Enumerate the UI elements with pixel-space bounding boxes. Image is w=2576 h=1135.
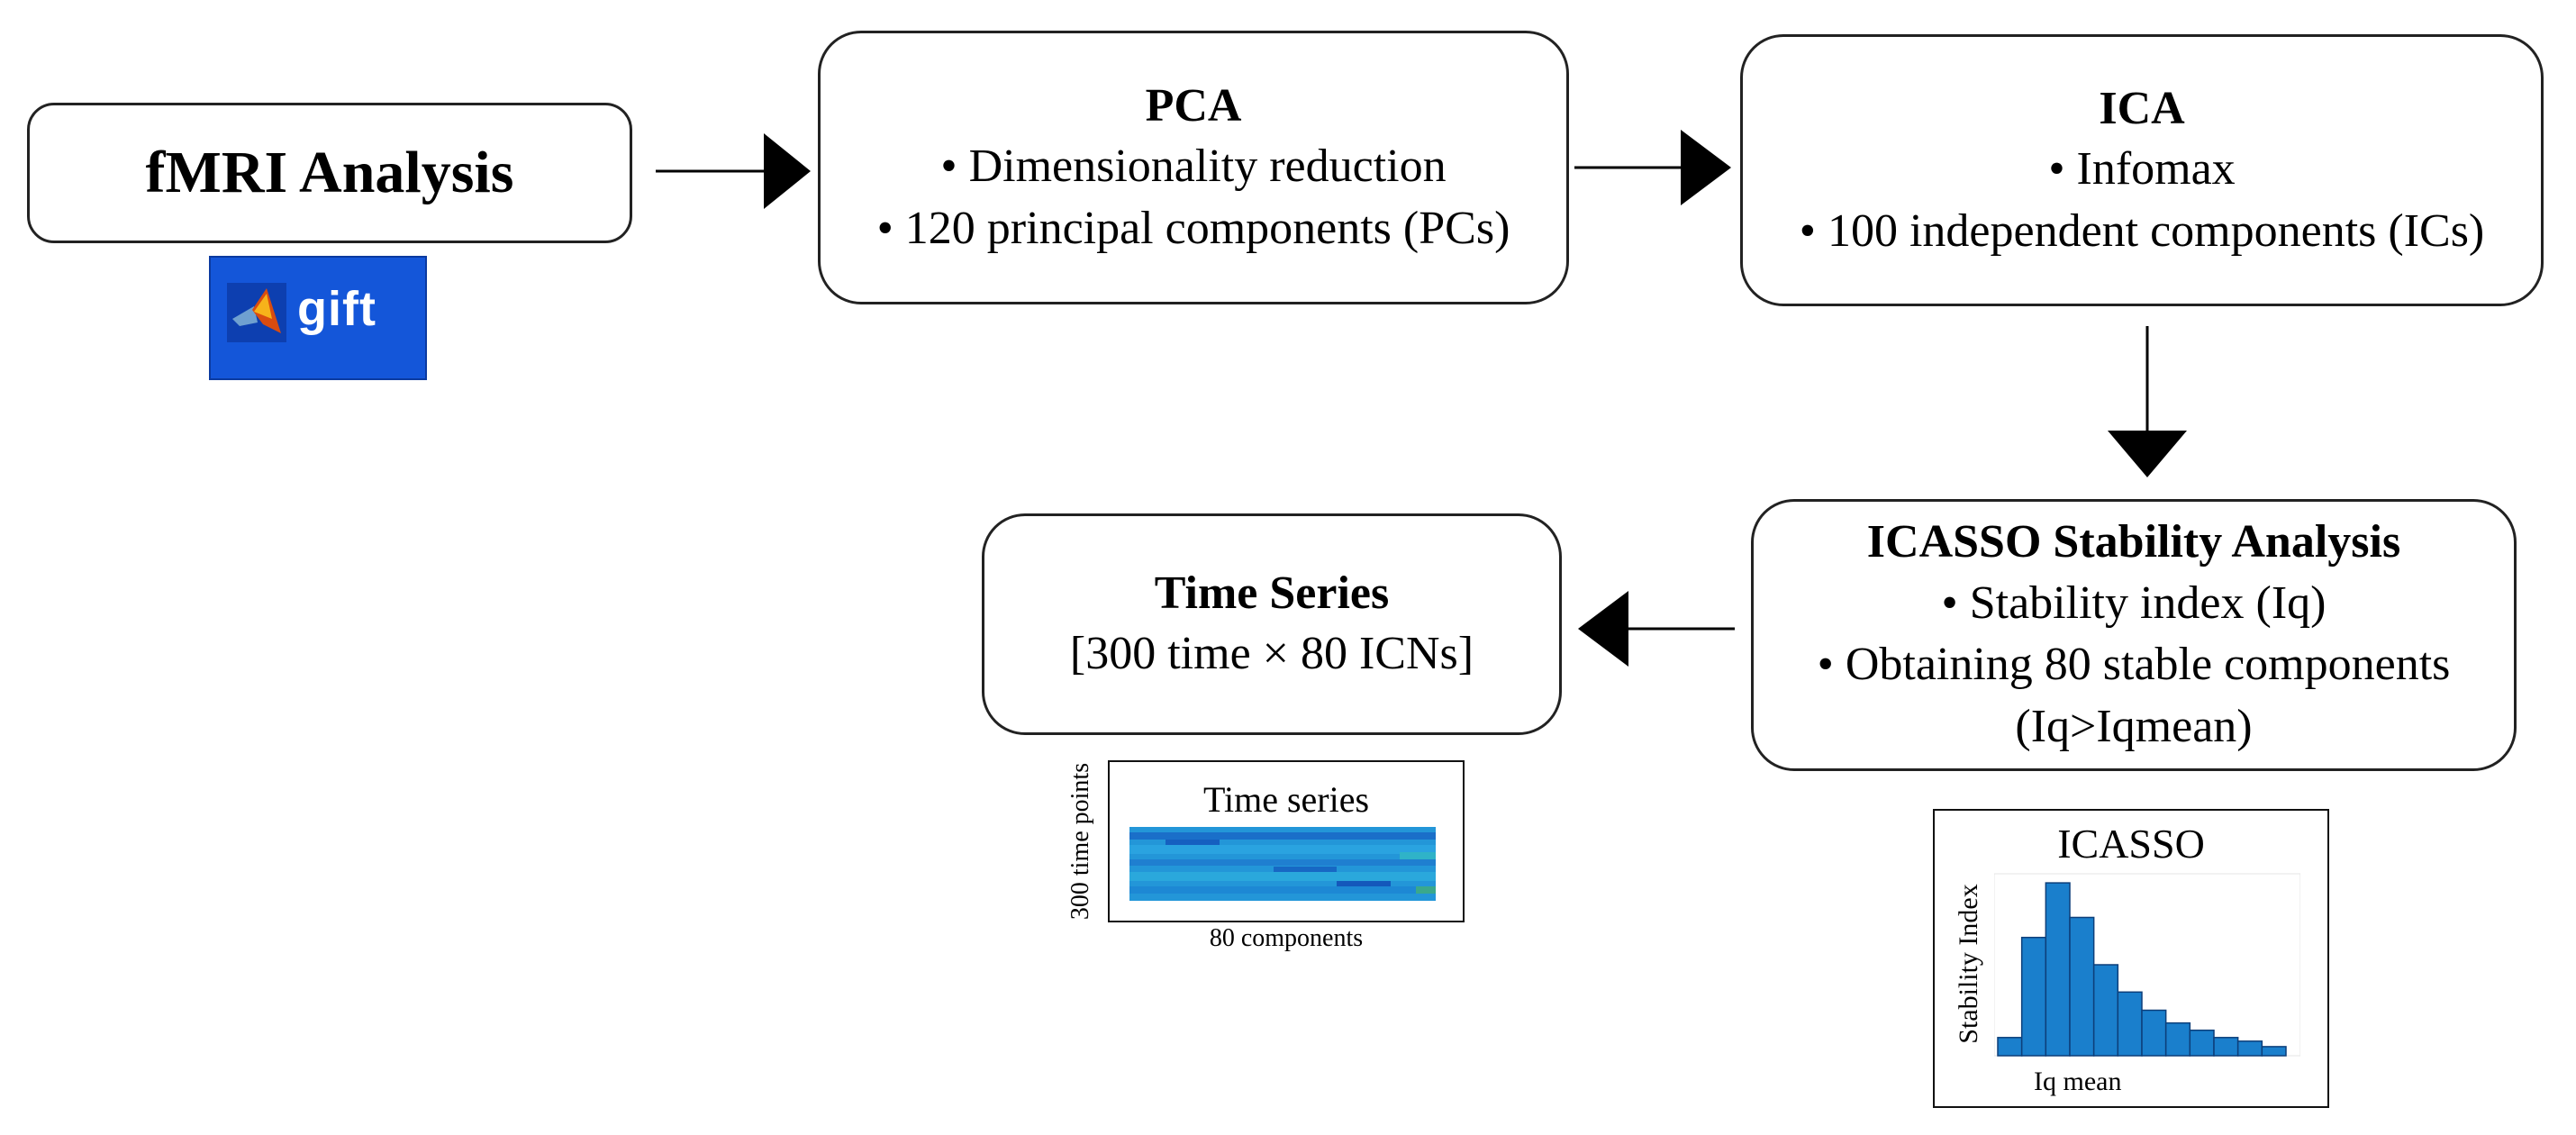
icasso-bar-9 <box>2189 1029 2215 1057</box>
timeseries-thumb-ylabel: 300 time points <box>1066 762 1094 921</box>
ica-item-2: • 100 independent components (ICs) <box>1799 204 2485 257</box>
arrow-pca-to-ica-head <box>1681 130 1731 205</box>
icasso-bar-6 <box>2117 991 2143 1057</box>
pca-title: PCA <box>1145 79 1242 132</box>
matlab-icon <box>227 283 286 342</box>
icasso-box: ICASSO Stability Analysis • Stability in… <box>1751 499 2517 771</box>
icasso-thumb-ylabel: Stability Index <box>1954 884 1983 1044</box>
gift-logo: gift <box>209 256 427 380</box>
icasso-thumb-title: ICASSO <box>2057 821 2205 867</box>
gift-logo-text: gift <box>297 282 376 336</box>
ica-item-1: • Infomax <box>2048 143 2236 195</box>
icasso-bar-7 <box>2141 1009 2167 1057</box>
icasso-item-2: • Obtaining 80 stable components <box>1817 639 2451 691</box>
timeseries-thumb-xlabel: 80 components <box>1209 924 1364 952</box>
arrow-fmri-to-pca-head <box>764 133 811 209</box>
fmri-analysis-title: fMRI Analysis <box>145 140 514 205</box>
timeseries-heatmap <box>1129 827 1436 901</box>
pca-box: PCA • Dimensionality reduction • 120 pri… <box>818 31 1569 304</box>
icasso-histogram <box>1994 873 2300 1057</box>
icasso-bar-10 <box>2213 1037 2239 1057</box>
timeseries-subtitle: [300 time × 80 ICNs] <box>1069 628 1474 680</box>
pca-item-2: • 120 principal components (PCs) <box>876 202 1510 254</box>
icasso-item-3: (Iq>Iqmean) <box>2015 701 2253 753</box>
timeseries-thumbnail: Time series <box>1108 760 1465 922</box>
icasso-bar-8 <box>2164 1022 2191 1057</box>
arrow-icasso-to-timeseries-head <box>1578 591 1628 667</box>
pca-item-1: • Dimensionality reduction <box>940 141 1447 193</box>
icasso-bar-5 <box>2092 964 2119 1057</box>
ica-title: ICA <box>2099 82 2185 134</box>
ica-box: ICA • Infomax • 100 independent componen… <box>1740 34 2544 306</box>
icasso-bar-4 <box>2069 916 2095 1057</box>
icasso-thumb-xlabel: Iq mean <box>2034 1067 2122 1096</box>
icasso-bar-3 <box>2045 882 2071 1057</box>
icasso-bar-1 <box>1997 1037 2023 1057</box>
icasso-item-1: • Stability index (Iq) <box>1941 577 2327 629</box>
icasso-title: ICASSO Stability Analysis <box>1866 516 2401 568</box>
fmri-analysis-box: fMRI Analysis <box>27 103 632 243</box>
icasso-thumbnail: ICASSO Iq mean Stability Index <box>1933 809 2329 1108</box>
timeseries-box: Time Series [300 time × 80 ICNs] <box>982 513 1562 735</box>
timeseries-title: Time Series <box>1154 567 1390 619</box>
arrow-ica-to-icasso-head <box>2108 431 2187 477</box>
timeseries-thumb-title: Time series <box>1202 779 1370 820</box>
icasso-bar-12 <box>2261 1046 2287 1057</box>
icasso-bar-11 <box>2236 1040 2263 1057</box>
icasso-bar-2 <box>2020 936 2047 1057</box>
